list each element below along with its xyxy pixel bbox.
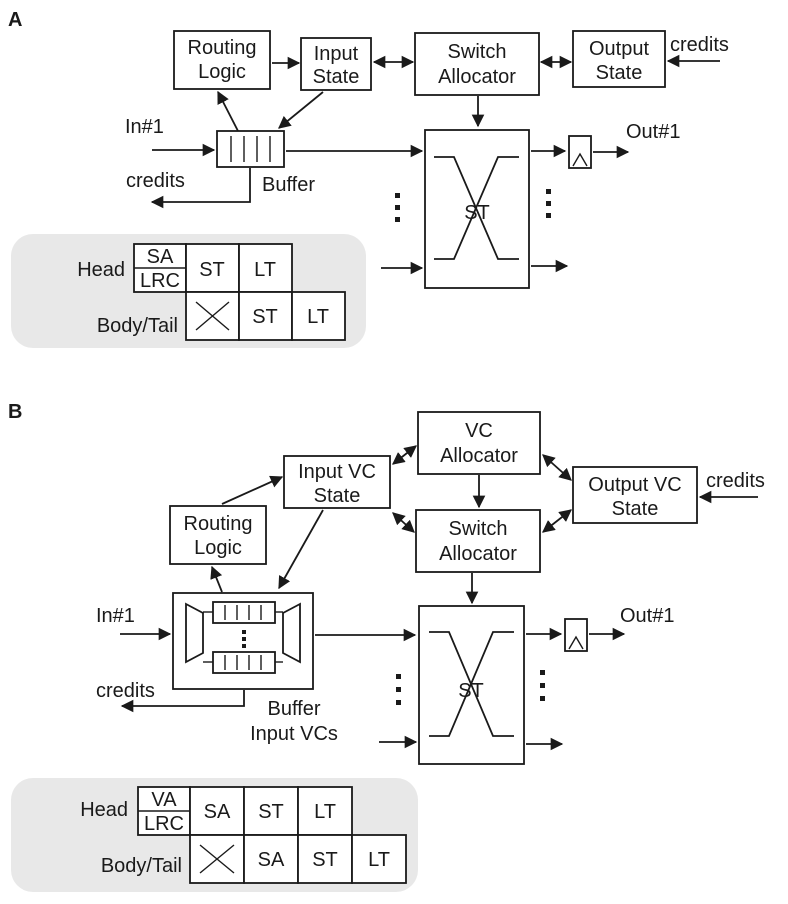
switch-allocator-b-line1: Switch: [449, 518, 508, 540]
input-state-to-buffer-arrow: [278, 91, 324, 129]
output-state-line1: Output: [589, 38, 649, 60]
output-label-b: Out#1: [620, 605, 674, 627]
pipeline-table-b: Head Body/Tail VA LRC SA ST LT SA ST LT: [11, 778, 418, 892]
crossbar-label-b: ST: [458, 680, 484, 702]
switch-allocator-output-vc-state-arrow: [542, 509, 572, 533]
crossbar-label: ST: [464, 202, 490, 224]
output-latch: [568, 135, 592, 169]
credits-out-label: credits: [126, 170, 185, 192]
routing-logic-box-b: Routing Logic: [169, 505, 267, 565]
crossbar-switch: ST: [424, 129, 530, 289]
output-latch-b: [564, 618, 588, 652]
switch-allocator-box: Switch Allocator: [414, 32, 540, 96]
routing-logic-box: Routing Logic: [173, 30, 271, 90]
input-vc-state-to-buffer-arrow: [278, 509, 324, 590]
head-stage-st: ST: [199, 259, 225, 281]
body-stage-lt-b: LT: [368, 849, 390, 871]
head-label: Head: [77, 259, 125, 281]
credits-in-label-b: credits: [706, 470, 765, 492]
head-label-b: Head: [80, 799, 128, 821]
buffer-queue: [216, 130, 285, 168]
routing-logic-line1: Routing: [188, 37, 257, 59]
head-stage-lt: LT: [254, 259, 276, 281]
output-vc-state-box: Output VC State: [572, 466, 698, 524]
input-label: In#1: [125, 116, 164, 138]
head-stage-sa-b: SA: [204, 801, 231, 823]
switch-allocator-line1: Switch: [448, 41, 507, 63]
body-stage-lt: LT: [307, 306, 329, 328]
vc-allocator-line2: Allocator: [440, 445, 518, 467]
output-ellipsis-b: [540, 670, 545, 701]
input-vc-state-line2: State: [314, 485, 361, 507]
input-vc-state-switch-allocator-arrow: [392, 512, 415, 533]
vc-allocator-box: VC Allocator: [417, 411, 541, 475]
output-state-box: Output State: [572, 30, 666, 88]
routing-logic-line2: Logic: [198, 61, 246, 83]
input-vc-state-line1: Input VC: [298, 461, 376, 483]
vc-allocator-line1: VC: [465, 420, 493, 442]
switch-allocator-box-b: Switch Allocator: [415, 509, 541, 573]
panel-a: A Routing Logic Input State Switch Alloc…: [8, 9, 729, 348]
body-stage-st-b: ST: [312, 849, 338, 871]
head-stage-lrc-b: LRC: [144, 813, 184, 835]
input-ellipsis-b: [396, 674, 401, 705]
body-tail-label: Body/Tail: [97, 315, 178, 337]
panel-b: B VC Allocator Input VC State Output VC …: [8, 401, 765, 892]
head-stage-lrc: LRC: [140, 270, 180, 292]
crossbar-switch-b: ST: [418, 605, 525, 765]
buffer-to-routing-arrow-b: [210, 565, 223, 593]
switch-allocator-line2: Allocator: [438, 66, 516, 88]
body-tail-label-b: Body/Tail: [101, 855, 182, 877]
output-state-line2: State: [596, 62, 643, 84]
buffer-label-b-line1: Buffer: [268, 698, 321, 720]
credits-out-arrow: [150, 168, 251, 209]
head-stage-lt-b: LT: [314, 801, 336, 823]
input-vc-state-vc-allocator-arrow: [392, 445, 417, 465]
output-vc-state-line1: Output VC: [588, 474, 681, 496]
panel-b-label: B: [8, 401, 22, 423]
output-label: Out#1: [626, 121, 680, 143]
input-vc-state-box: Input VC State: [283, 455, 391, 509]
credits-out-arrow-b: [120, 690, 245, 713]
routing-logic-b-line1: Routing: [184, 513, 253, 535]
body-stage-st: ST: [252, 306, 278, 328]
panel-a-label: A: [8, 9, 22, 31]
buffer-label-b-line2: Input VCs: [250, 723, 338, 745]
switch-allocator-b-line2: Allocator: [439, 543, 517, 565]
body-stage-sa-b: SA: [258, 849, 285, 871]
input-state-box: Input State: [300, 37, 372, 91]
head-stage-va: VA: [151, 789, 177, 811]
routing-to-input-vc-state-arrow: [221, 475, 284, 505]
credits-in-label: credits: [670, 34, 729, 56]
head-stage-sa: SA: [147, 246, 174, 268]
input-state-line1: Input: [314, 43, 359, 65]
input-state-line2: State: [313, 66, 360, 88]
output-vc-state-line2: State: [612, 498, 659, 520]
vc-allocator-output-vc-state-arrow: [542, 454, 572, 481]
buffer-to-routing-arrow: [217, 90, 239, 132]
input-ellipsis: [395, 193, 400, 222]
buffer-input-vcs: [172, 592, 314, 690]
output-ellipsis: [546, 189, 551, 218]
credits-out-label-b: credits: [96, 680, 155, 702]
routing-logic-b-line2: Logic: [194, 537, 242, 559]
input-label-b: In#1: [96, 605, 135, 627]
buffer-label: Buffer: [262, 174, 315, 196]
head-stage-st-b: ST: [258, 801, 284, 823]
pipeline-table-a: Head Body/Tail SA LRC ST LT ST LT: [11, 234, 366, 348]
